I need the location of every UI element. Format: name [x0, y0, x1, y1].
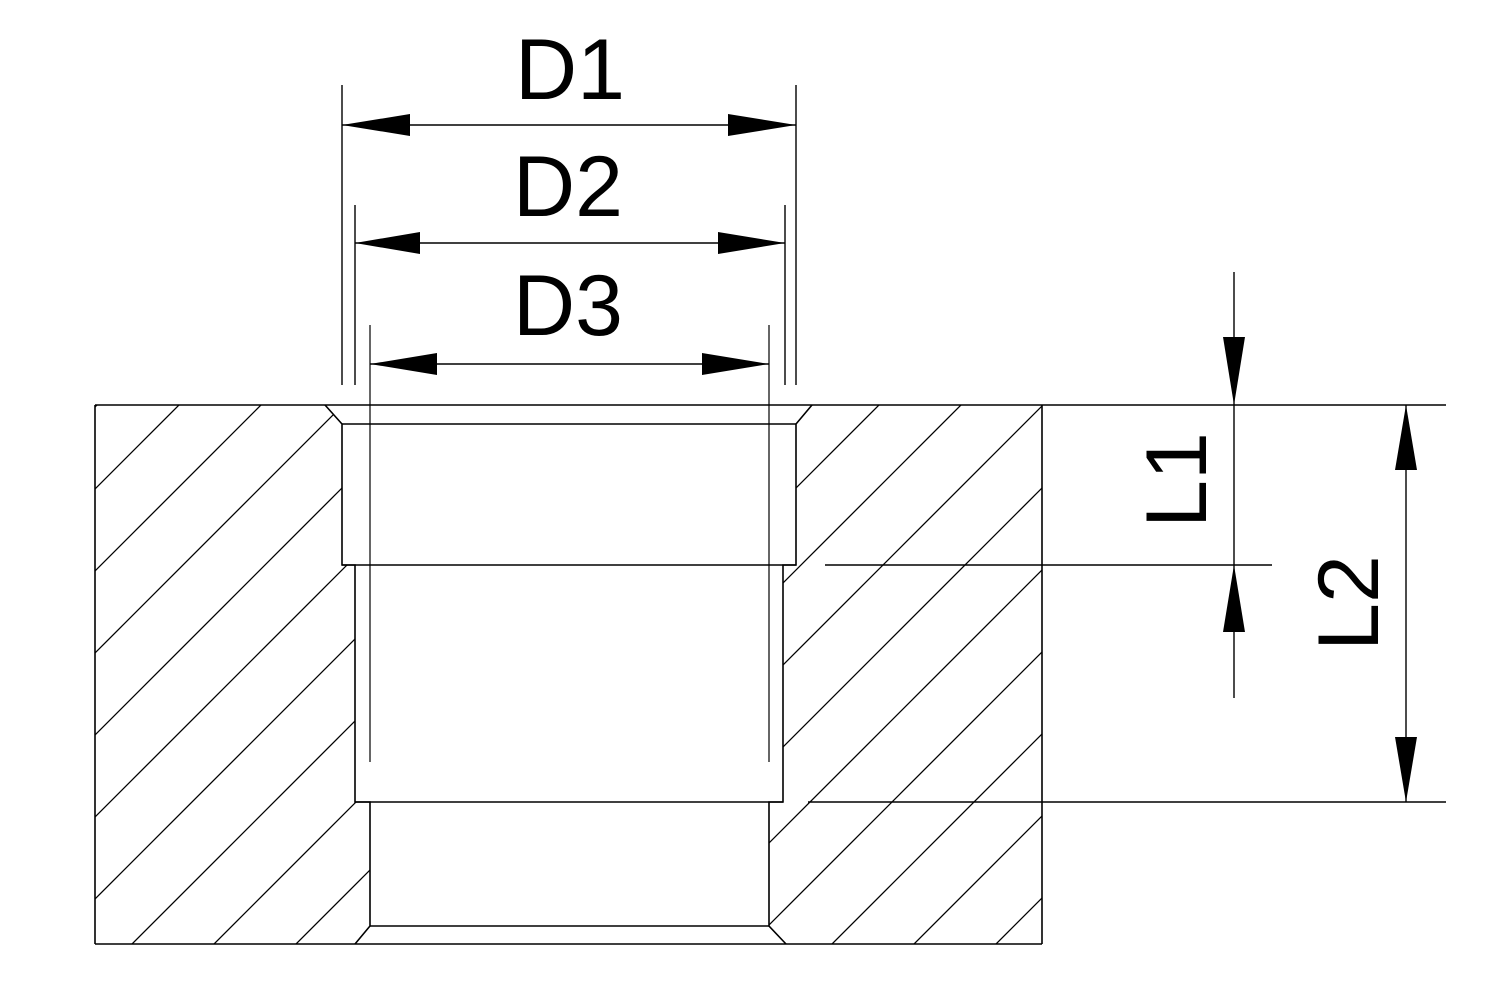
l2-arrow-bottom	[1395, 737, 1417, 802]
arrowheads	[342, 114, 1417, 802]
label-l2: L2	[1301, 555, 1397, 651]
label-d2: D2	[513, 139, 623, 235]
hatch-left-line	[95, 405, 370, 944]
label-d1: D1	[515, 22, 625, 118]
d1-arrow-left	[342, 114, 410, 136]
bore-left-wall	[324, 404, 371, 945]
l1-arrow-top	[1223, 337, 1245, 405]
hatch-left-line	[95, 405, 370, 944]
hatch-right-line	[857, 405, 1042, 944]
hatch-right-line	[769, 405, 1042, 944]
hatch-right-line	[769, 405, 1042, 944]
thread-lines	[369, 325, 770, 762]
extension-lines	[341, 85, 1446, 803]
d2-arrow-right	[718, 232, 785, 254]
hatch-left-line	[157, 405, 370, 944]
l2-arrow-top	[1395, 405, 1417, 470]
hatch-right-line	[775, 405, 1042, 944]
hatch-right-line	[769, 405, 1042, 944]
hatch-right-line	[769, 405, 985, 944]
hatch-left-line	[95, 405, 370, 944]
hatch-left-line	[95, 405, 370, 944]
d3-arrow-left	[370, 353, 437, 375]
dimension-lines	[342, 124, 1407, 802]
label-l1: L1	[1129, 432, 1225, 528]
label-d3: D3	[513, 258, 623, 354]
d3-arrow-right	[702, 353, 769, 375]
hatch-left-line	[239, 405, 370, 944]
l1-arrow-bottom	[1223, 565, 1245, 632]
d1-arrow-right	[728, 114, 796, 136]
hatch-left-line	[95, 405, 370, 944]
hatch-right-line	[769, 405, 1042, 944]
hatch-left	[95, 405, 370, 944]
bore-right-wall	[768, 404, 813, 945]
hatch-left-line	[95, 405, 285, 944]
hatch-left-line	[95, 405, 367, 944]
hatch-right-line	[769, 405, 1042, 944]
d2-arrow-left	[355, 232, 420, 254]
